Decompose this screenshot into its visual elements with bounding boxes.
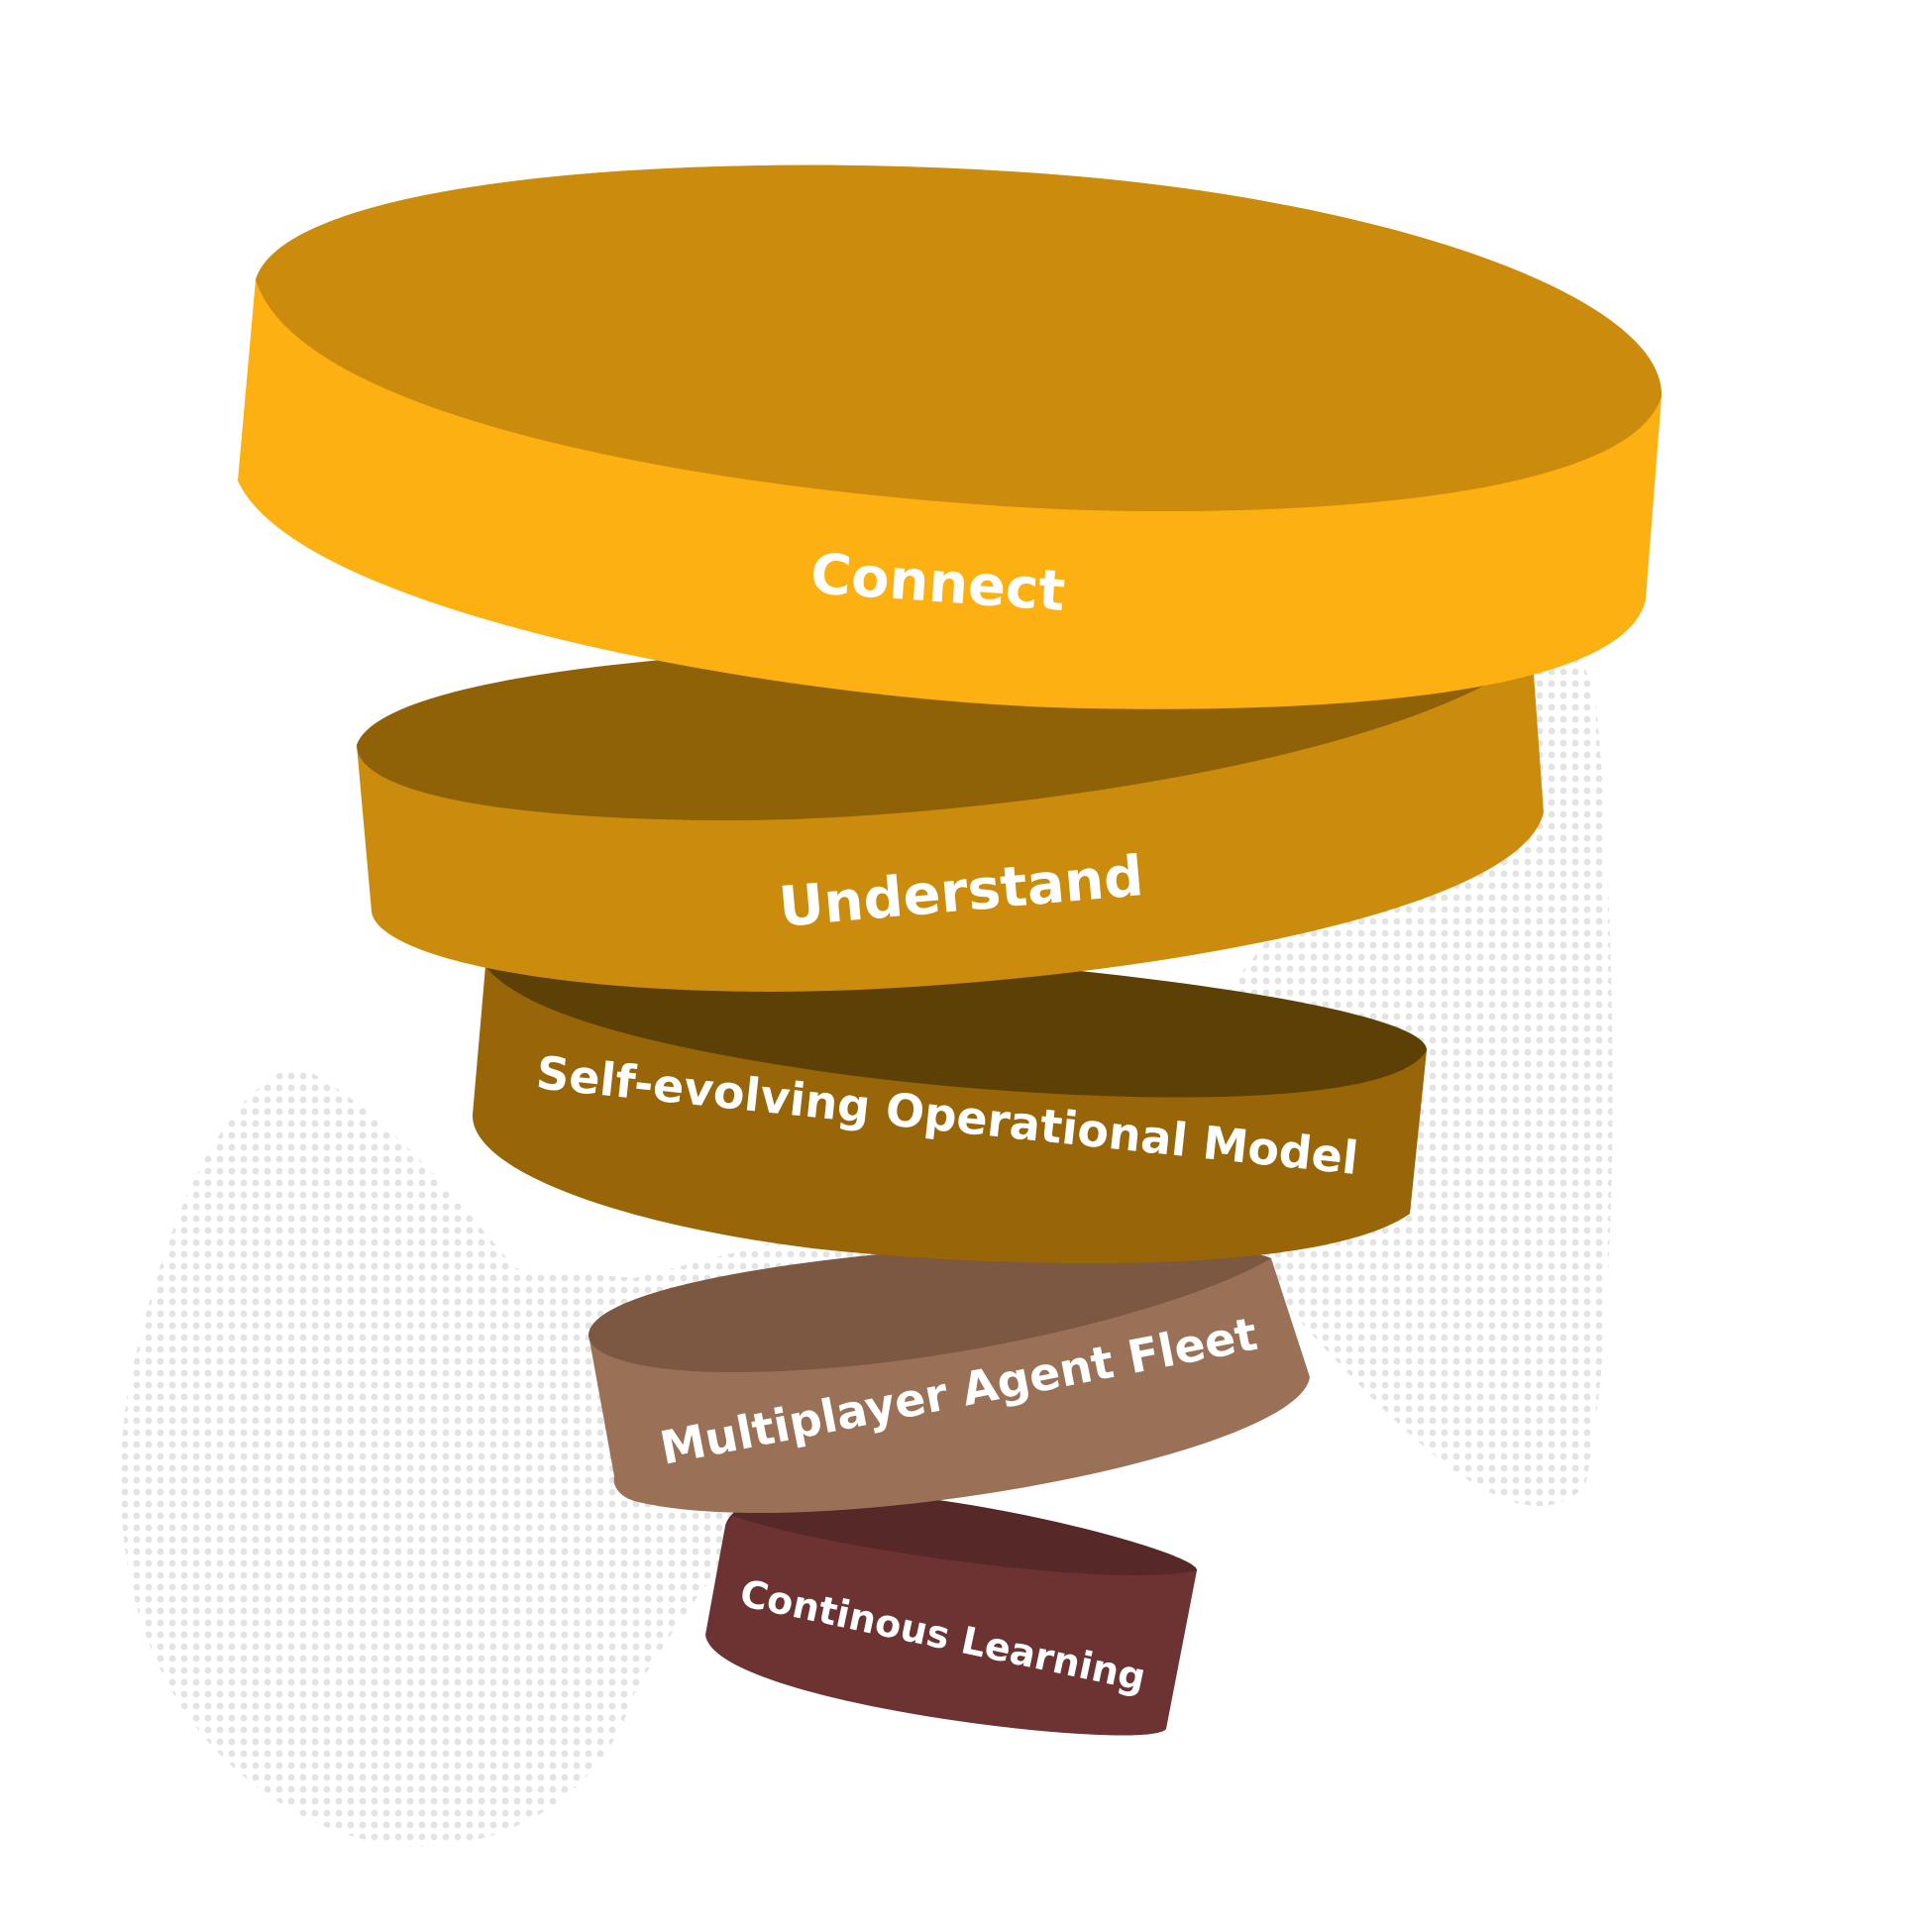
layer-top [256,164,1663,512]
layer-top [589,1242,1271,1372]
layer-multiplayer-agent-fleet: Multiplayer Agent Fleet [589,1242,1310,1514]
layer-top [725,1491,1198,1575]
layer-continuous-learning: Continous Learning [705,1491,1198,1736]
layer-connect: Connect [238,164,1663,709]
